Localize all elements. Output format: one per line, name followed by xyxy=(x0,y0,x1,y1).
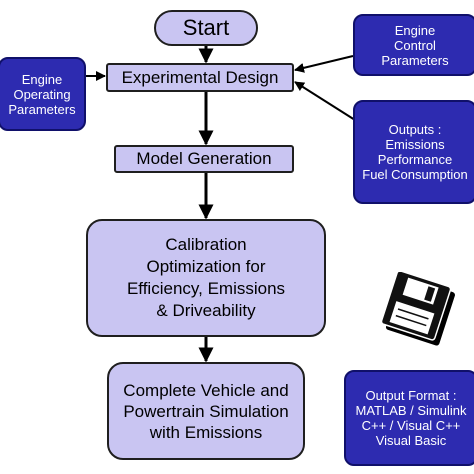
outputs-box: Outputs : Emissions Performance Fuel Con… xyxy=(353,100,474,204)
model-generation-label: Model Generation xyxy=(136,149,272,168)
vehicle-simulation-node: Complete Vehicle and Powertrain Simulati… xyxy=(107,362,305,460)
engine-control-line-2: Control xyxy=(394,37,436,53)
experimental-design-label: Experimental Design xyxy=(121,67,279,87)
start-node: Start xyxy=(154,10,258,46)
arrow-engine-control-to-experimental-design xyxy=(294,55,354,73)
outputs-line-4: Fuel Consumption xyxy=(362,167,468,182)
vehicle-simulation-line-3: with Emissions xyxy=(149,422,263,442)
calibration-line-4: & Driveability xyxy=(156,301,256,320)
vehicle-simulation-line-1: Complete Vehicle and xyxy=(123,380,289,400)
outputs-line-2: Emissions xyxy=(385,137,445,152)
output-format-line-1: Output Format : xyxy=(365,388,457,403)
engine-operating-parameters-box: Engine Operating Parameters xyxy=(0,57,86,131)
output-format-line-2: MATLAB / Simulink xyxy=(355,403,467,418)
calibration-line-3: Efficiency, Emissions xyxy=(126,279,286,298)
engine-control-parameters-box: Engine Control Parameters xyxy=(353,14,474,76)
outputs-line-3: Performance xyxy=(377,152,453,167)
engine-control-line-3: Parameters xyxy=(381,52,449,68)
calibration-line-1: Calibration xyxy=(165,235,247,254)
engine-operating-line-2: Operating xyxy=(13,86,71,102)
arrow-outputs-to-experimental-design xyxy=(294,81,356,121)
floppy-disk-icon xyxy=(380,272,455,346)
experimental-design-node: Experimental Design xyxy=(106,63,294,92)
output-format-box: Output Format : MATLAB / Simulink C++ / … xyxy=(344,370,474,466)
vehicle-simulation-line-2: Powertrain Simulation xyxy=(123,401,289,421)
output-format-line-3: C++ / Visual C++ xyxy=(361,418,461,433)
calibration-node: Calibration Optimization for Efficiency,… xyxy=(86,219,326,337)
engine-control-line-1: Engine xyxy=(394,22,436,38)
output-format-line-4: Visual Basic xyxy=(375,433,447,448)
engine-operating-line-1: Engine xyxy=(21,71,63,87)
calibration-line-2: Optimization for xyxy=(146,257,266,276)
model-generation-node: Model Generation xyxy=(114,145,294,173)
engine-operating-line-3: Parameters xyxy=(8,101,76,117)
outputs-line-1: Outputs : xyxy=(388,122,442,137)
start-label: Start xyxy=(182,15,230,40)
